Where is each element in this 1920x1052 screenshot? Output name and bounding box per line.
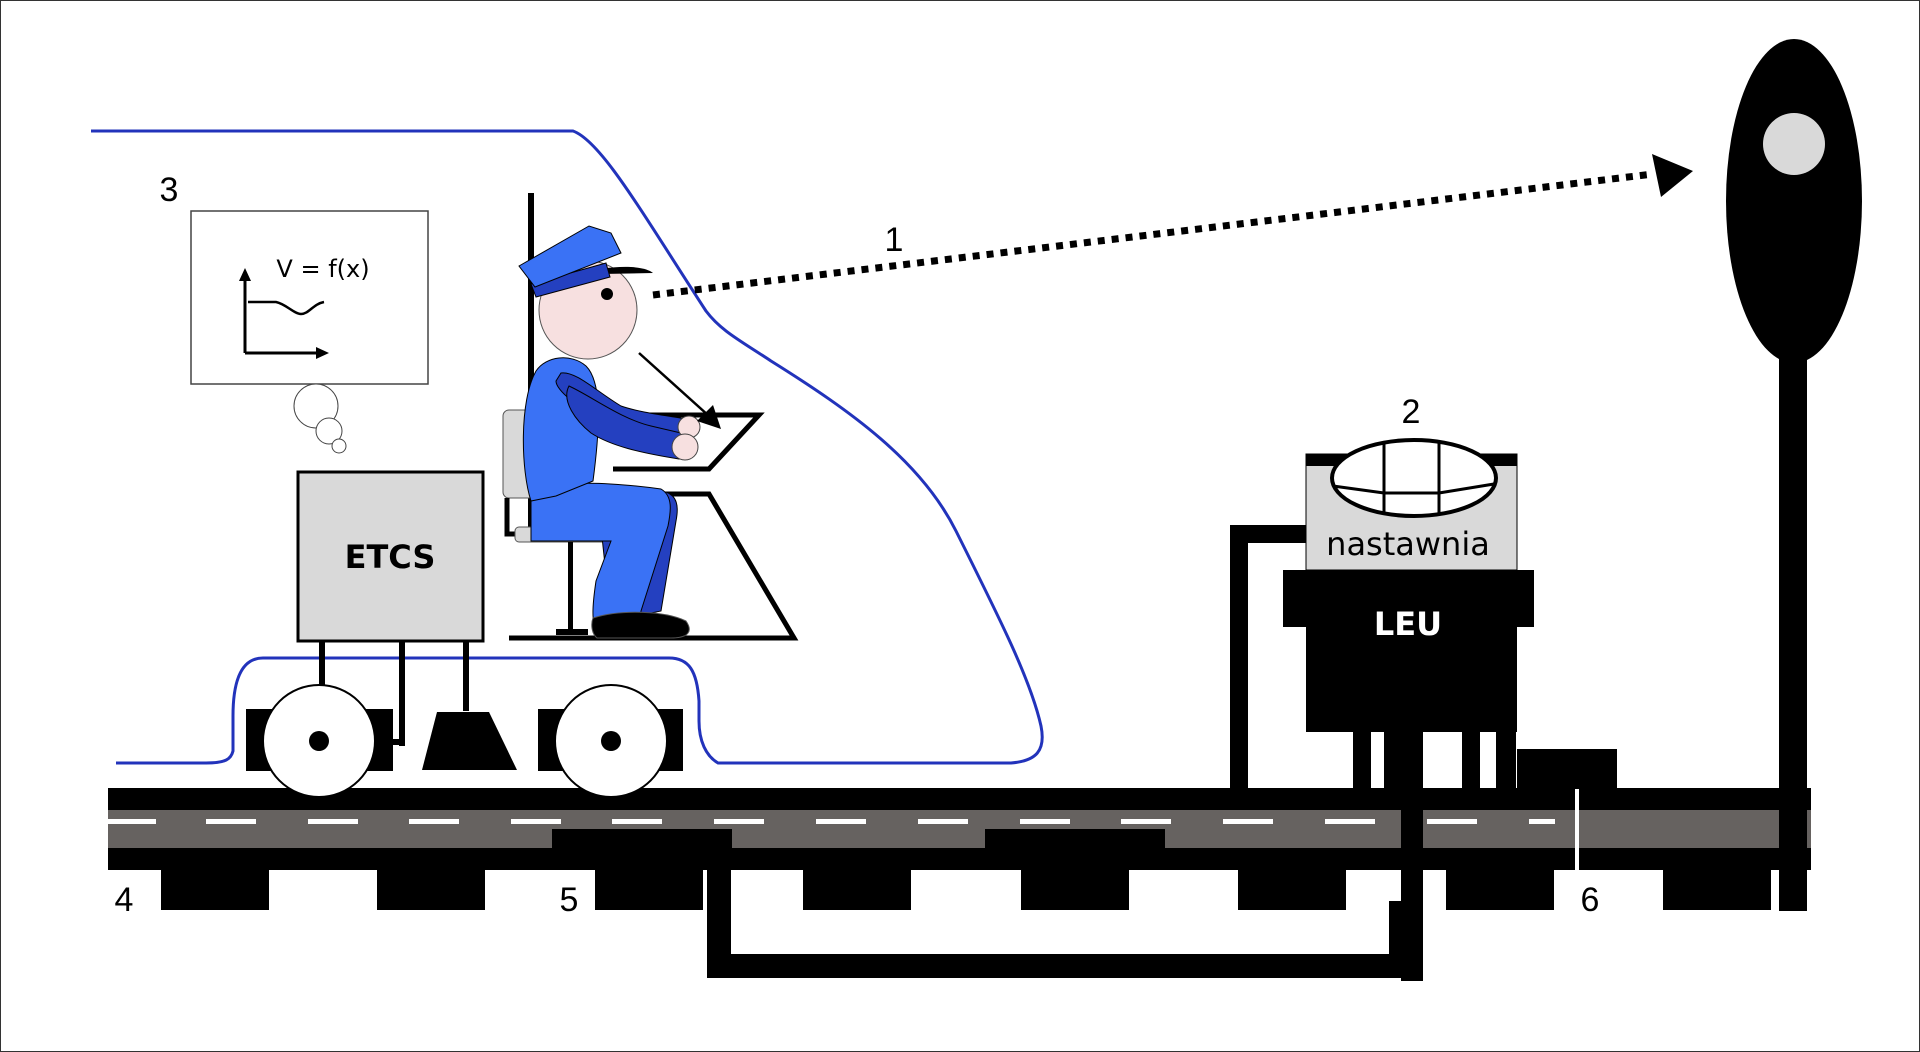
sleepers [161,870,1771,910]
network-globe-icon [1330,438,1498,518]
etcs-box [296,470,485,643]
track [108,788,1811,910]
line-of-sight [652,170,1654,299]
label-1: 1 [885,221,904,259]
leu-unit: LEU [1230,525,1617,789]
etcs-unit: ETCS [296,470,517,770]
rail-bottom [108,848,1811,870]
speed-curve-icon [239,268,329,359]
bogie-rear [538,684,683,798]
balise-switchable [985,829,1165,849]
label-2: 2 [1402,393,1421,431]
train-body-outline [91,129,1044,765]
leu-label: LEU [1374,605,1442,643]
trackside-signal [1726,39,1862,911]
driver-eye [601,288,613,300]
signal-post [1779,356,1807,911]
speed-formula: V = f(x) [276,255,369,283]
thought-box [190,210,429,385]
insulated-joint [1575,789,1579,871]
train-driver [518,225,721,639]
signal-lamp-icon [1763,113,1825,175]
bogie-front [246,684,393,798]
thought-bubble: V = f(x) [190,210,429,454]
label-3: 3 [160,171,179,209]
etcs-label: ETCS [345,538,436,576]
label-5: 5 [560,881,579,919]
sight-arrowhead-icon [1652,154,1693,197]
ballast [108,810,1811,848]
rail-top [108,788,1811,810]
track-centerline [108,819,1555,824]
balise-antenna [422,712,517,770]
signal-head [1726,39,1862,363]
balise-fixed [552,829,732,849]
label-4: 4 [115,881,134,919]
interlocking-label: nastawnia [1326,525,1490,563]
cab-pole [528,193,534,536]
interlocking-unit: nastawnia [1305,438,1518,571]
label-6: 6 [1581,881,1600,919]
leu-cable-down [1401,731,1423,981]
